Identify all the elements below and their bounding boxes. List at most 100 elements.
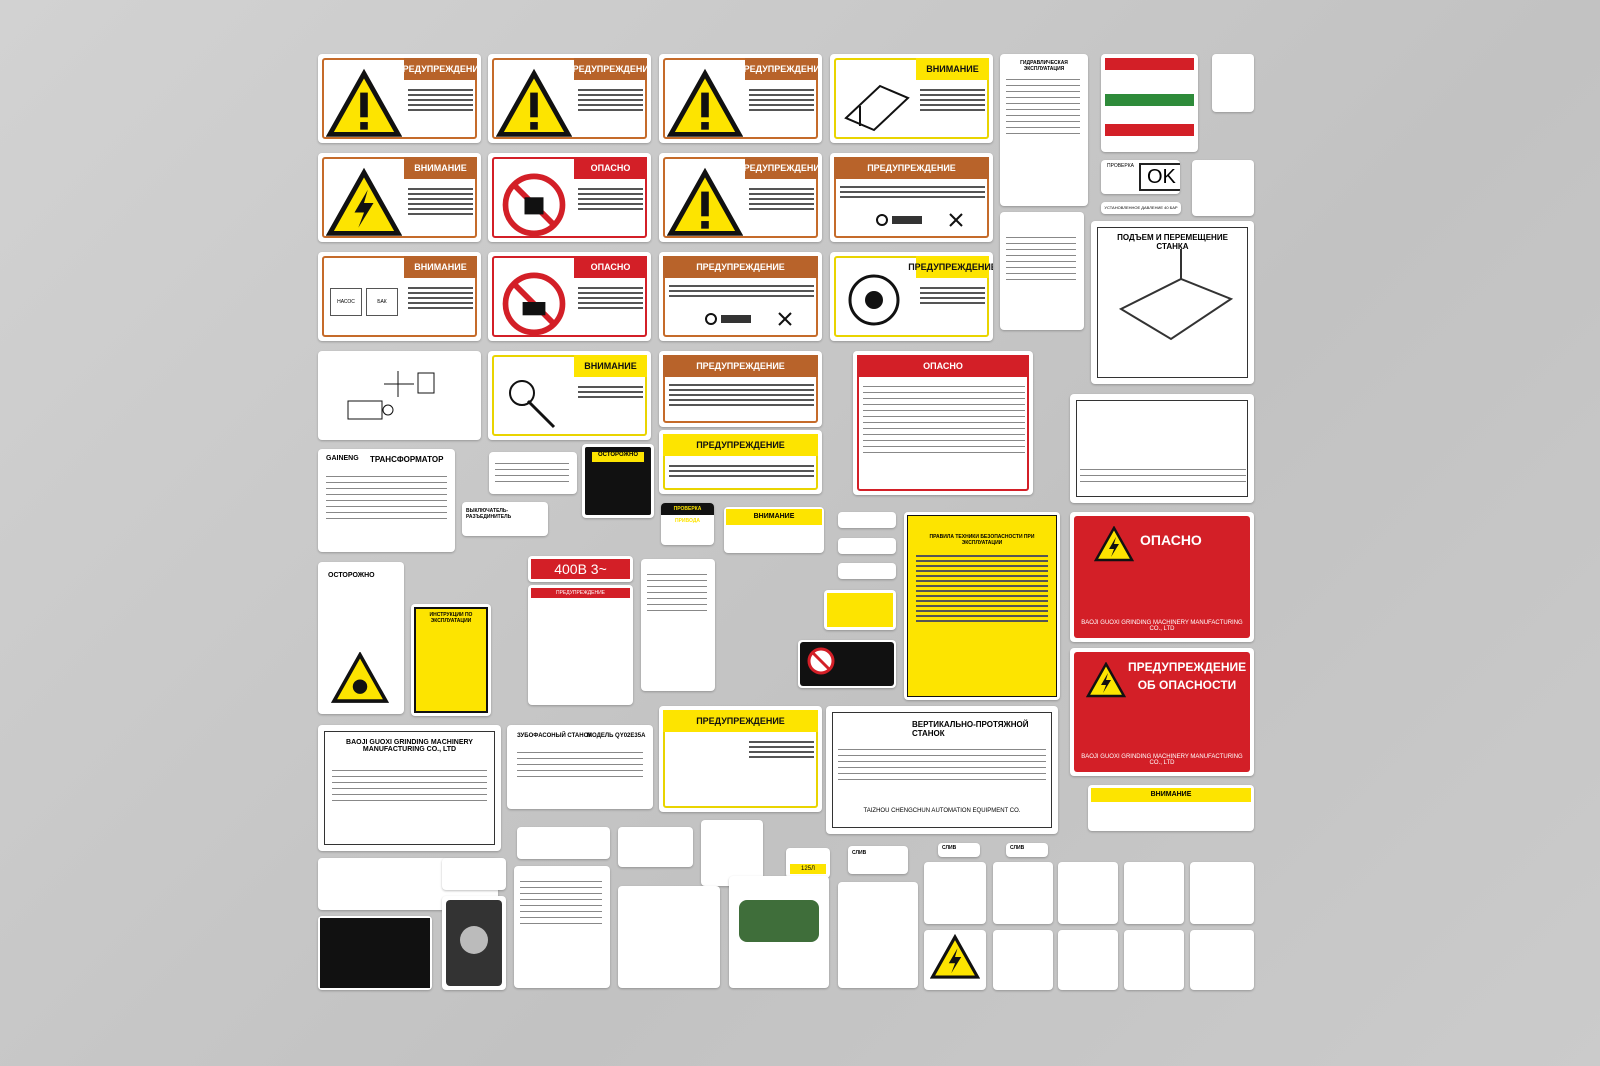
sensor-plate-3	[1124, 930, 1184, 990]
lift-title: ПОДЪЕМ И ПЕРЕМЕЩЕНИЕ СТАНКА	[1117, 233, 1228, 251]
warn-header: ПРЕДУПРЕЖДЕНИЕ	[834, 157, 989, 179]
warn-header: ПРЕДУПРЕЖДЕНИЕ	[737, 157, 822, 179]
danger-sticker-2: ОПАСНО	[488, 252, 651, 341]
arrow-label	[442, 858, 506, 890]
caution-header: ОСТОРОЖНО	[592, 452, 644, 462]
param-plate-1	[993, 862, 1053, 924]
sensor-plate-1	[993, 930, 1053, 990]
attention-header: ВНИМАНИЕ	[404, 157, 477, 179]
machine-lift-icon	[1118, 249, 1234, 341]
danger-header: ОПАСНО	[857, 355, 1029, 377]
warning-triangle-icon	[667, 167, 743, 236]
warning-triangle-icon	[496, 68, 572, 137]
cylinder-plate	[729, 876, 829, 988]
broach-nameplate: ВЕРТИКАЛЬНО-ПРОТЯЖНОЙ СТАНОК TAIZHOU CHE…	[826, 706, 1058, 834]
warn-header: ПРЕДУПРЕЖДЕНИЕ	[663, 256, 818, 278]
hydraulic-plate: ГИДРАВЛИЧЕСКАЯ ЭКСПЛУАТАЦИЯ	[1000, 54, 1088, 206]
pump-sticker: ВНИМАНИЕ НАСОС БАК	[318, 252, 481, 341]
yellow-small-label	[824, 590, 896, 630]
black-spec-plate	[318, 916, 432, 990]
warning-triangle-icon	[667, 68, 743, 137]
aircon-plate	[1000, 212, 1084, 330]
high-voltage-icon	[326, 167, 402, 236]
warn-header: ПРЕДУПРЕЖДЕНИЕ	[566, 58, 651, 80]
danger-header: ОПАСНО	[574, 256, 647, 278]
caution-black-label: ОСТОРОЖНО	[582, 444, 654, 518]
pump-box: НАСОС	[330, 288, 362, 316]
machine-diagram-plate	[1070, 394, 1254, 503]
sensor-plate-4	[1190, 930, 1254, 990]
lift-plate: ПОДЪЕМ И ПЕРЕМЕЩЕНИЕ СТАНКА	[1091, 221, 1254, 384]
small-label-b	[838, 538, 896, 554]
check-ok-label: ПРОВЕРКА OK	[1101, 160, 1180, 194]
warn-header: ПРЕДУПРЕЖДЕНИЕ	[663, 355, 818, 377]
warn-danger-title-1: ПРЕДУПРЕЖДЕНИЕ	[1128, 660, 1247, 674]
spec-plate-3	[838, 882, 918, 988]
caution-pinch-plate: ОСТОРОЖНО	[318, 562, 404, 714]
brand-logo: GAINENG	[326, 455, 359, 462]
spindle-icon	[509, 380, 556, 429]
danger-title: ОПАСНО	[1140, 532, 1202, 548]
pressure-text: УСТАНОВЛЕННОЕ ДАВЛЕНИЕ 40 БАР	[1104, 205, 1178, 210]
sensor-plate-2	[1058, 930, 1118, 990]
warning-sticker-9: ПРЕДУПРЕЖДЕНИЕ	[659, 430, 822, 494]
danger-table-sticker: ОПАСНО	[853, 351, 1033, 495]
door-diagram-icon	[876, 213, 963, 227]
machine-guard-icon	[844, 84, 910, 132]
drain-label-1: СЛИВ	[848, 846, 908, 874]
prohibit-icon	[807, 647, 835, 675]
small-plate-2	[1192, 160, 1254, 216]
warning-sticker-5: ПРЕДУПРЕЖДЕНИЕ	[830, 153, 993, 242]
company-name: BAOJI GUOXI GRINDING MACHINERY MANUFACTU…	[1081, 754, 1243, 766]
hydraulic-title: ГИДРАВЛИЧЕСКАЯ ЭКСПЛУАТАЦИЯ	[1020, 60, 1068, 72]
attention-header: ВНИМАНИЕ	[1091, 788, 1251, 802]
no-hand-icon	[502, 272, 566, 336]
multi-warn-label	[1101, 54, 1198, 152]
small-label-c	[838, 563, 896, 579]
attention-sticker-4: ВНИМАНИЕ	[724, 507, 824, 553]
safety-rules-plate: ПРАВИЛА ТЕХНИКИ БЕЗОПАСНОСТИ ПРИ ЭКСПЛУА…	[904, 512, 1060, 700]
danger-red-plate: ОПАСНО BAOJI GUOXI GRINDING MACHINERY MA…	[1070, 512, 1254, 642]
broach-title: ВЕРТИКАЛЬНО-ПРОТЯЖНОЙ СТАНОК	[912, 720, 1029, 738]
instructions-title: ИНСТРУКЦИИ ПО ЭКСПЛУАТАЦИИ	[429, 612, 473, 624]
drain-label-2: СЛИВ	[938, 843, 980, 857]
warning-sticker-1: ПРЕДУПРЕЖДЕНИЕ	[318, 54, 481, 143]
voltage-label: 400В 3~	[528, 556, 633, 582]
drain-text-3: СЛИВ	[1010, 845, 1025, 851]
switch-text: ВЫКЛЮЧАТЕЛЬ-РАЗЪЕДИНИТЕЛЬ	[466, 508, 512, 520]
attention-sticker-1: ВНИМАНИЕ	[830, 54, 993, 143]
high-voltage-icon	[1086, 662, 1126, 698]
drain-label-3: СЛИВ	[1006, 843, 1048, 857]
chuck-icon	[848, 274, 900, 326]
volume-text: 125Л	[790, 864, 826, 874]
spec-plate-2	[701, 820, 763, 886]
drive-check-label: ПРОВЕРКА ПРИВОДА	[661, 503, 714, 545]
warn-header: ПРЕДУПРЕЖДЕНИЕ	[663, 434, 818, 456]
warn-header: ПРЕДУПРЕЖДЕНИЕ	[908, 256, 993, 278]
caution-title: ОСТОРОЖНО	[328, 572, 375, 579]
transformer-plate: GAINENG ТРАНСФОРМАТОР	[318, 449, 455, 552]
company-name: BAOJI GUOXI GRINDING MACHINERY MANUFACTU…	[346, 739, 473, 753]
warn-header: ПРЕДУПРЕЖДЕНИЕ	[396, 58, 481, 80]
param-plate-4	[1190, 862, 1254, 924]
pressure-label: УСТАНОВЛЕННОЕ ДАВЛЕНИЕ 40 БАР	[1101, 202, 1181, 214]
panel-plate	[442, 896, 506, 990]
warning-sticker-3: ПРЕДУПРЕЖДЕНИЕ	[659, 54, 822, 143]
broach-company: TAIZHOU CHENGCHUN AUTOMATION EQUIPMENT C…	[863, 808, 1021, 814]
attention-header: ВНИМАНИЕ	[574, 355, 647, 377]
param-plate-3	[1124, 862, 1184, 924]
danger-sticker-1: ОПАСНО	[488, 153, 651, 242]
gear-title: ЗУБОФАСОНЫЙ СТАНОК	[517, 733, 592, 739]
check-text: ПРОВЕРКА	[1107, 163, 1134, 169]
warning-sticker-4: ПРЕДУПРЕЖДЕНИЕ	[659, 153, 822, 242]
warn-danger-title-2: ОБ ОПАСНОСТИ	[1137, 678, 1237, 692]
high-voltage-icon	[1094, 526, 1134, 562]
danger-header: ОПАСНО	[574, 157, 647, 179]
voltage-text: 400В 3~	[531, 559, 630, 579]
small-label-a	[838, 512, 896, 528]
param-plate-2	[1058, 862, 1118, 924]
attention-sticker-2: ВНИМАНИЕ	[318, 153, 481, 242]
warning-triangle-icon	[326, 68, 402, 137]
axis-diagram-icon	[347, 371, 435, 420]
warn-header: ПРЕДУПРЕЖДЕНИЕ	[737, 58, 822, 80]
